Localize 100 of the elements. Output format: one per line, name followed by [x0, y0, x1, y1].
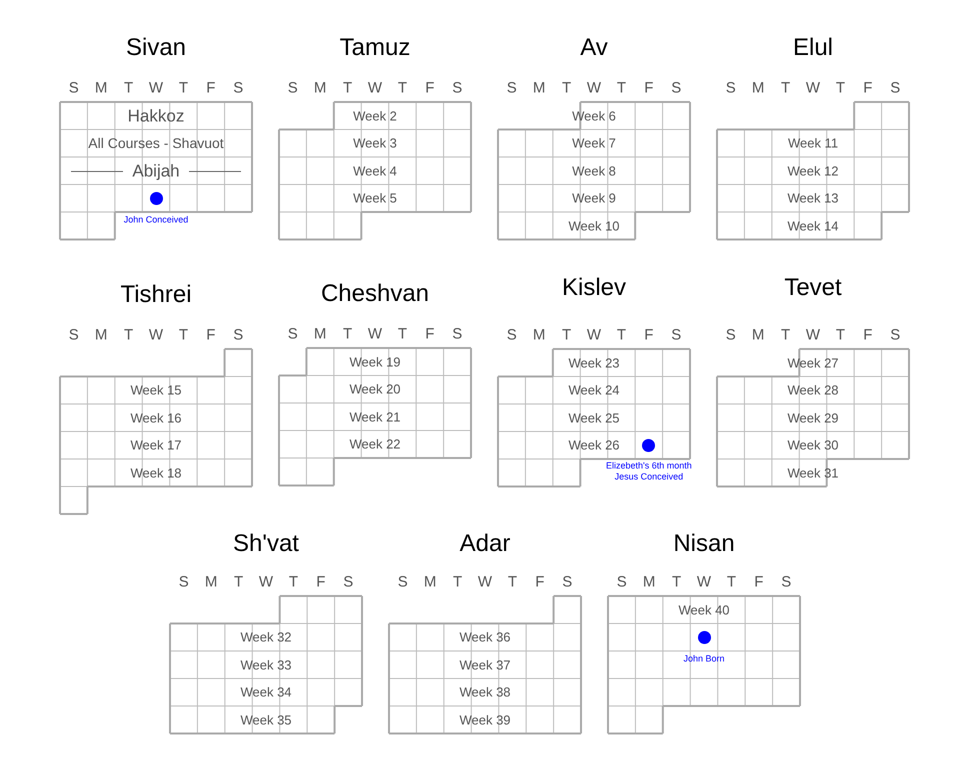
week-label: Week 3 [353, 136, 397, 150]
weekday-label: S [562, 574, 572, 590]
weekday-label: S [68, 328, 79, 342]
week-label: Week 21 [349, 410, 401, 424]
weekday-label: F [206, 328, 216, 342]
weekday-label: S [726, 328, 736, 342]
weekday-label: F [863, 80, 872, 96]
week-label: Week 25 [568, 411, 620, 424]
weekday-label: T [124, 80, 134, 96]
weekday-label: T [562, 328, 572, 342]
weekday-label: W [148, 328, 164, 342]
week-label: Week 7 [572, 136, 616, 150]
weekday-label: T [452, 574, 462, 590]
weekday-label: S [68, 80, 79, 96]
weekday-label: W [368, 80, 382, 96]
week-label: Week 16 [130, 411, 182, 424]
event-note: Jesus Conceived [614, 472, 684, 482]
weekday-label: M [424, 574, 436, 590]
week-label: Week 2 [353, 109, 397, 122]
week-label: Week 24 [568, 384, 620, 397]
weekday-label: S [288, 326, 298, 342]
event-dot [642, 438, 656, 452]
week-label: Week 37 [459, 658, 511, 672]
week-label: Week 12 [787, 164, 839, 178]
week-label: Week 4 [353, 164, 397, 178]
weekday-label: M [752, 328, 764, 342]
week-label: Week 5 [353, 192, 397, 205]
weekday-label: S [452, 326, 462, 342]
weekday-label: S [452, 80, 462, 96]
weekday-label: T [672, 574, 682, 590]
week-label: Week 26 [568, 438, 620, 452]
weekday-label: T [616, 328, 626, 342]
event-dot [698, 630, 710, 644]
weekday-label: S [506, 80, 517, 96]
weekday-label: S [288, 80, 298, 96]
weekday-label: S [398, 574, 408, 590]
week-label: Week 39 [459, 713, 511, 726]
week-label: Week 14 [787, 219, 839, 232]
weekday-label: S [781, 574, 792, 590]
week-label: Week 6 [572, 109, 616, 122]
week-label: Week 34 [240, 686, 292, 699]
week-label: Week 8 [572, 164, 616, 178]
weekday-label: F [535, 574, 544, 590]
month-title: Cheshvan [320, 282, 430, 306]
weekday-label: S [726, 80, 736, 96]
event-note: Elizebeth's 6th month [606, 461, 692, 470]
weekday-label: S [616, 574, 627, 590]
week-label: Week 30 [787, 438, 839, 452]
weekday-label: T [398, 80, 407, 96]
weekday-label: T [508, 574, 517, 590]
event-note: John Born [683, 654, 725, 664]
month-title: Adar [460, 532, 510, 556]
event-dot [150, 192, 162, 205]
weekday-label: S [671, 80, 682, 96]
weekday-label: T [342, 326, 352, 342]
weekday-label: T [836, 80, 845, 96]
week-label: Week 18 [130, 466, 182, 480]
week-label: Week 20 [349, 382, 401, 396]
weekday-label: T [616, 80, 626, 96]
weekday-label: S [233, 80, 244, 96]
week-label: Week 33 [240, 658, 292, 672]
week-label: Week 11 [788, 136, 838, 150]
weekday-label: W [478, 574, 492, 590]
weekday-label: F [644, 328, 654, 342]
weekday-label: S [178, 574, 189, 590]
week-label: Week 28 [787, 384, 839, 397]
weekday-label: F [425, 80, 434, 96]
weekday-label: W [148, 80, 164, 96]
weekday-label: F [644, 80, 654, 96]
weekday-label: W [368, 326, 382, 342]
weekday-label: T [836, 328, 845, 342]
week-label: Week 38 [459, 686, 511, 699]
week-label: Week 27 [787, 356, 839, 370]
week-label: Week 13 [787, 192, 839, 205]
weekday-label: M [94, 80, 108, 96]
weekday-label: M [642, 574, 656, 590]
month-title: Nisan [673, 532, 735, 556]
weekday-label: W [258, 574, 274, 590]
week-label: Week 31 [787, 466, 839, 480]
weekday-label: F [425, 326, 434, 342]
calendar-note: All Courses - Shavuot [88, 136, 224, 150]
weekday-label: S [233, 328, 244, 342]
weekday-label: T [780, 80, 790, 96]
week-label: Week 32 [240, 630, 292, 644]
month-title: Tishrei [120, 283, 192, 307]
weekday-label: S [890, 80, 900, 96]
weekday-label: T [398, 326, 407, 342]
weekday-label: S [506, 328, 517, 342]
weekday-label: M [752, 80, 764, 96]
weekday-label: F [754, 574, 764, 590]
weekday-label: T [178, 80, 188, 96]
month-title: Sivan [126, 36, 186, 60]
calendar-note: Hakkoz [128, 107, 184, 124]
weekday-label: T [288, 574, 298, 590]
week-label: Week 35 [240, 713, 292, 726]
weekday-label: T [124, 328, 134, 342]
week-label: Week 23 [568, 356, 620, 370]
week-label: Week 40 [678, 603, 730, 616]
weekday-label: T [780, 328, 790, 342]
weekday-label: M [314, 80, 326, 96]
